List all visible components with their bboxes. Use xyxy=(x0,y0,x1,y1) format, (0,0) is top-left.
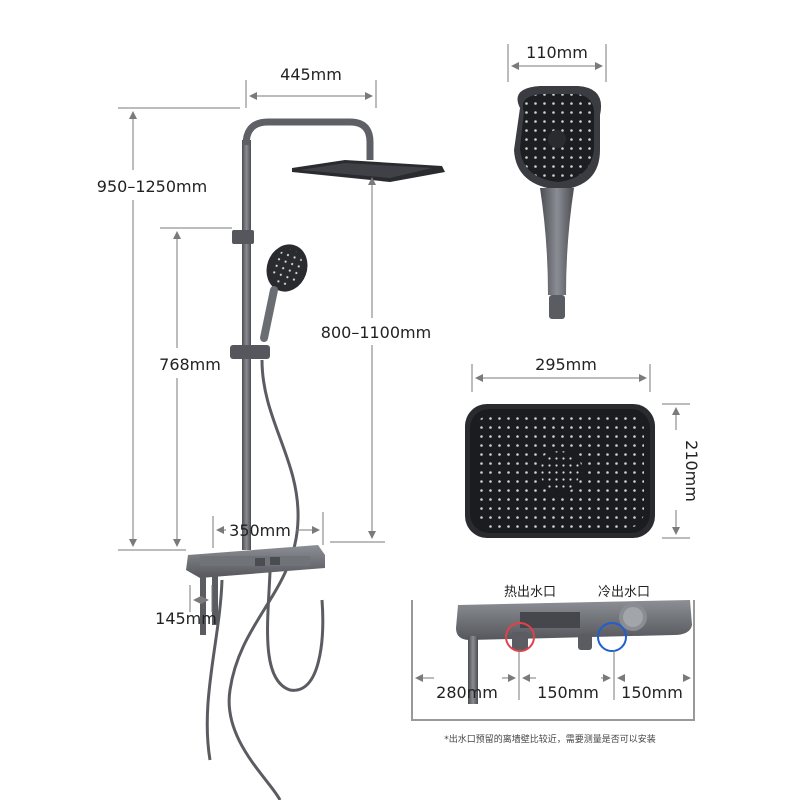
shower-column-drawing xyxy=(186,118,445,800)
dim-label-295: 295mm xyxy=(535,355,597,374)
dim-label-150-b: 150mm xyxy=(621,683,683,702)
inlet-detail: 热出水口 冷出水口 280mm 150mm 150mm *出水口预留的离墙壁比较… xyxy=(411,585,695,745)
dim-label-445: 445mm xyxy=(280,65,342,84)
dim-label-145: 145mm xyxy=(155,609,217,628)
dim-outlet-wall: 145mm xyxy=(155,585,217,628)
dim-label-110: 110mm xyxy=(526,43,588,62)
shower-hose xyxy=(227,359,300,800)
overhead-arm xyxy=(242,118,374,160)
overhead-head-detail: 295mm 210mm xyxy=(465,355,701,539)
dim-label-350: 350mm xyxy=(229,521,291,540)
dim-overall-height: 950–1250mm xyxy=(97,107,240,551)
dim-label-800-1100: 800–1100mm xyxy=(321,323,431,342)
dim-bar-height: 800–1100mm xyxy=(321,177,431,543)
wall-frame xyxy=(411,600,695,721)
cold-outlet-label: 冷出水口 xyxy=(598,585,650,600)
dim-label-210: 210mm xyxy=(682,440,701,502)
dim-label-768: 768mm xyxy=(159,355,221,374)
dim-label-950-1250: 950–1250mm xyxy=(97,177,207,196)
handheld-holder xyxy=(230,345,270,359)
dim-label-150-a: 150mm xyxy=(537,683,599,702)
dim-overall-width: 445mm xyxy=(245,65,377,108)
handheld-handle xyxy=(540,188,574,295)
dim-label-280: 280mm xyxy=(436,683,498,702)
handheld-detail: 110mm xyxy=(507,43,607,319)
install-note: *出水口预留的离墙壁比较近，需要测量是否可以安装 xyxy=(444,733,656,745)
hot-outlet-label: 热出水口 xyxy=(504,585,556,600)
cold-outlet-ring xyxy=(597,622,627,652)
dim-shelf-width: 350mm xyxy=(212,512,324,548)
dim-lower-height: 768mm xyxy=(159,227,232,547)
hot-outlet-ring xyxy=(505,622,535,652)
sliding-bracket xyxy=(232,230,254,244)
